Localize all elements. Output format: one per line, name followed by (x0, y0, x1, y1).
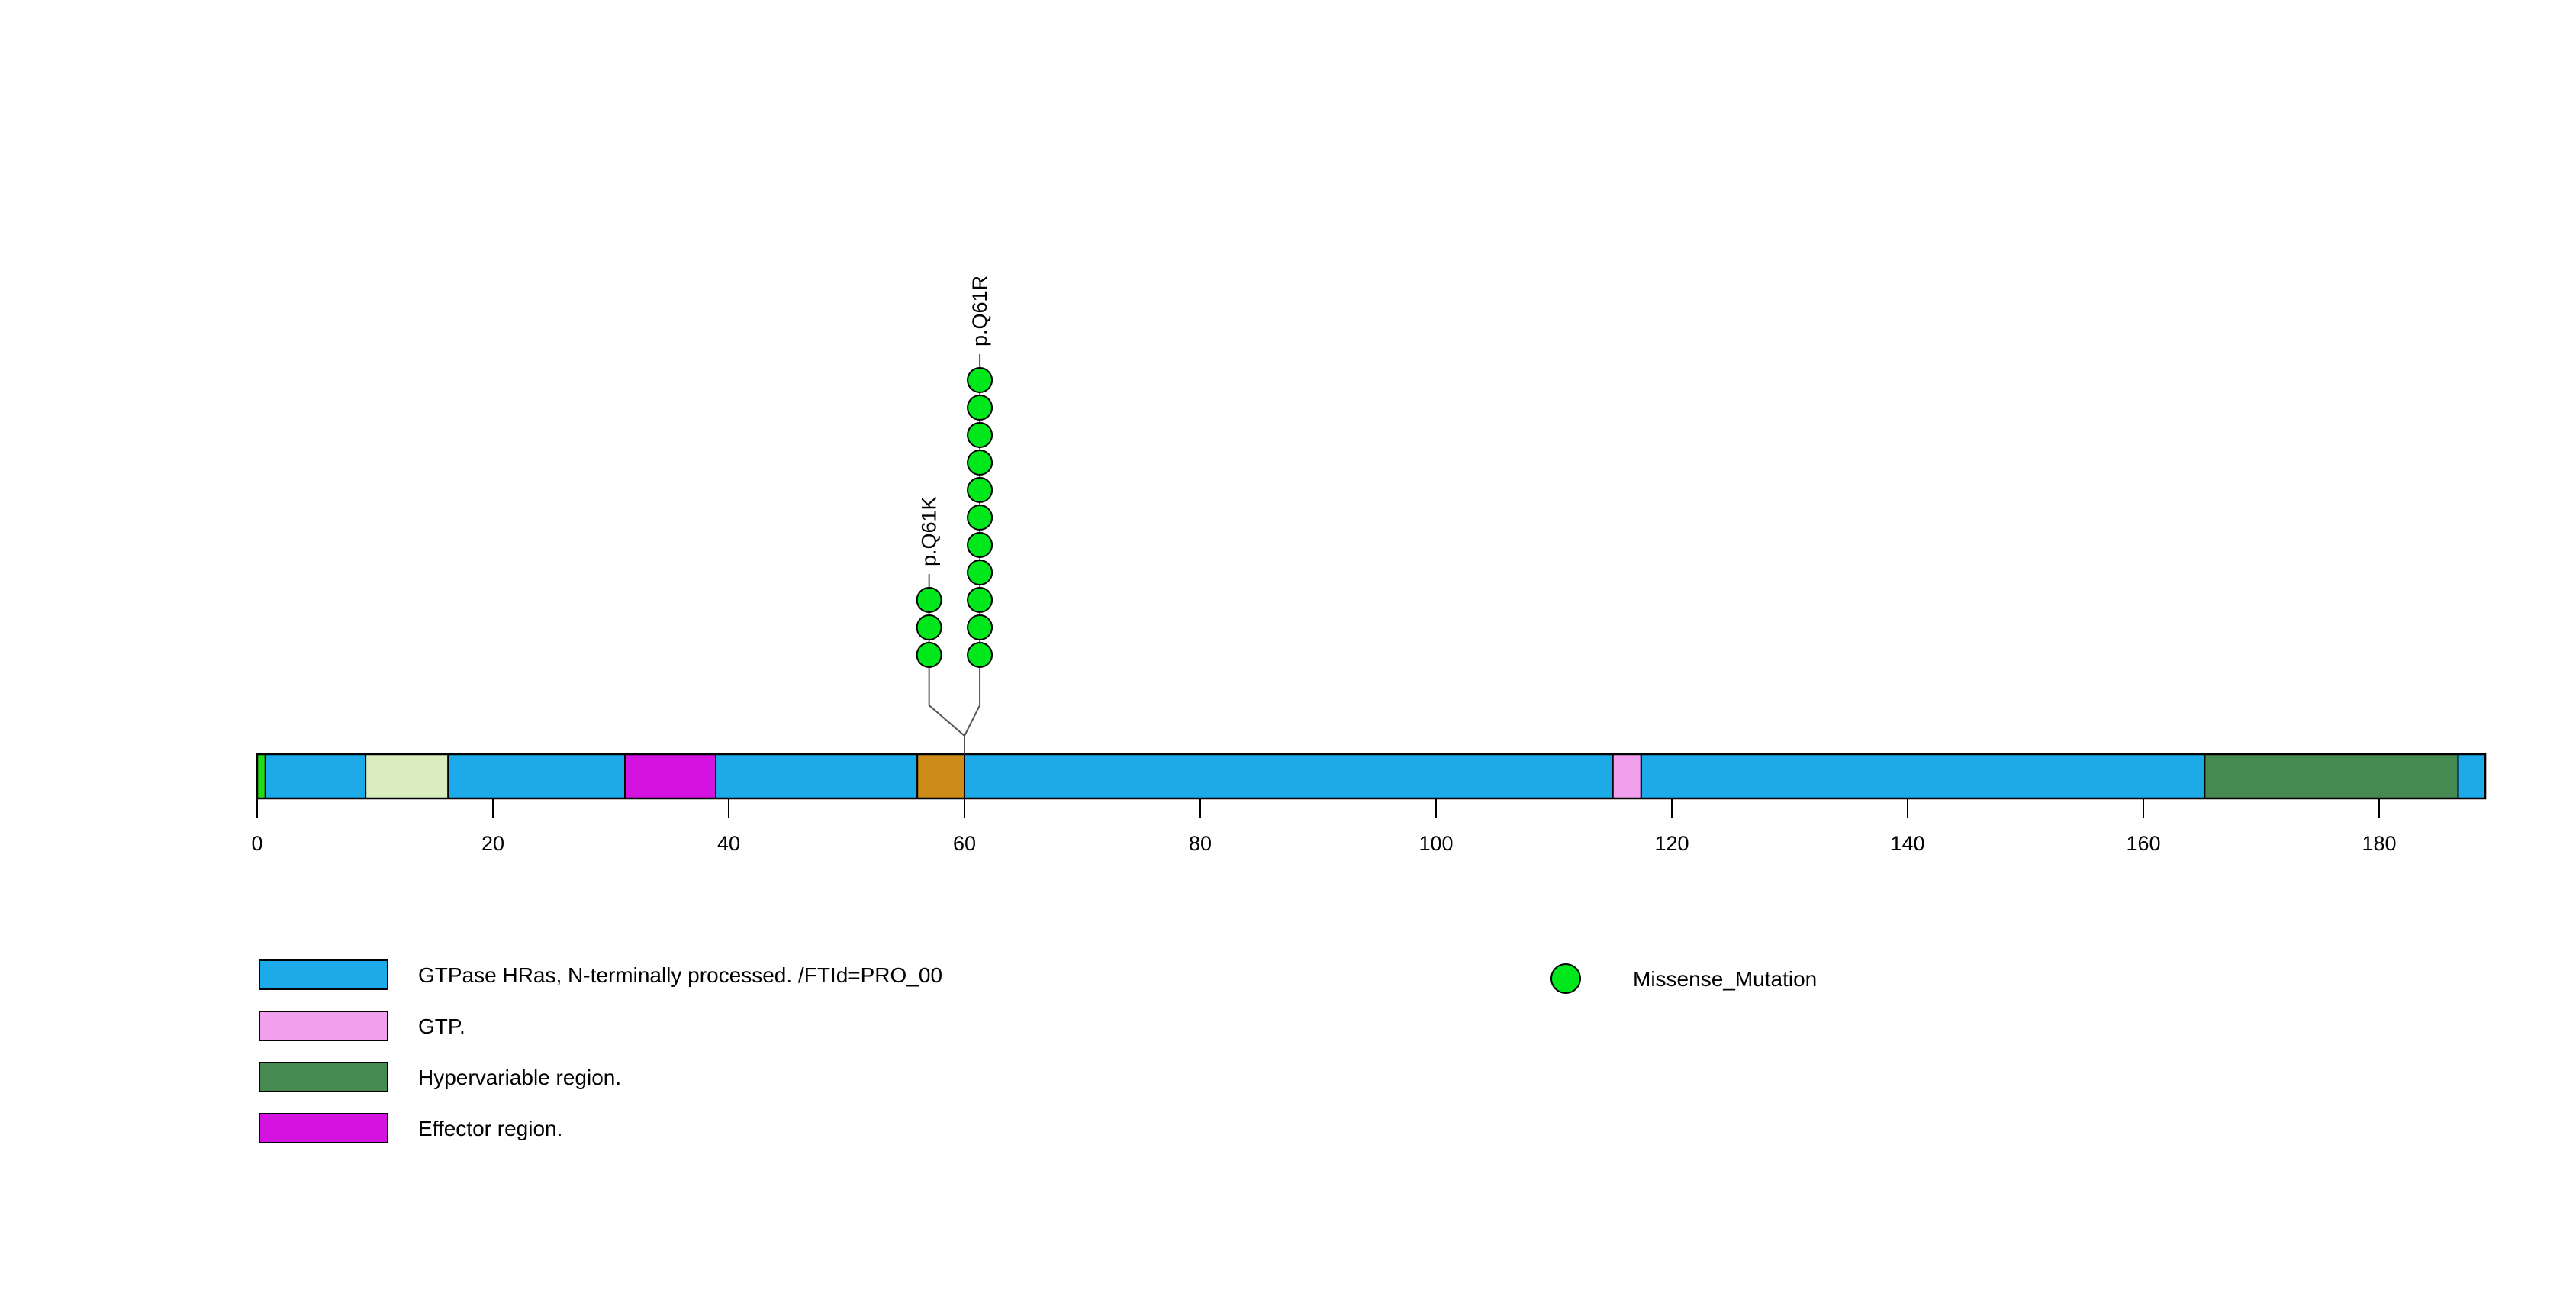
mutation-marker[interactable] (916, 642, 942, 668)
axis-tick-label: 80 (1189, 832, 1212, 855)
lollipop-stem (964, 667, 981, 754)
axis-tick-label: 20 (481, 832, 504, 855)
legend-swatch[interactable] (259, 1011, 388, 1041)
mutation-marker[interactable] (967, 532, 993, 558)
mutation-marker[interactable] (967, 560, 993, 585)
x-axis: 0 20 40 60 80 100 120 140 160 180 (251, 798, 2486, 855)
legend-label: GTP. (418, 1014, 465, 1038)
mutation-marker[interactable] (967, 450, 993, 476)
mutation-marker[interactable] (967, 587, 993, 613)
track-segment-hypervariable-region[interactable] (2204, 753, 2459, 799)
axis-tick-label: 160 (2126, 832, 2160, 855)
legend-label: Effector region. (418, 1117, 562, 1140)
axis-tick-label: 60 (953, 832, 976, 855)
legend-label: Missense_Mutation (1633, 967, 1817, 991)
axis-tick-label: 140 (1890, 832, 1924, 855)
track-segment-effector-region[interactable] (624, 753, 717, 799)
axis-tick-label: 100 (1418, 832, 1453, 855)
legend-swatch[interactable] (259, 959, 388, 990)
track-segment-gtpase-hras-processed[interactable] (447, 753, 626, 799)
legend: GTPase HRas, N-terminally processed. /FT… (259, 959, 1817, 1143)
mutation-marker[interactable] (967, 614, 993, 640)
legend-label: GTPase HRas, N-terminally processed. /FT… (418, 963, 942, 987)
mutation-marker[interactable] (967, 642, 993, 668)
axis-tick-label: 0 (251, 832, 262, 855)
track-segment-gtp-binding[interactable] (1612, 753, 1642, 799)
mutation-marker[interactable] (967, 367, 993, 393)
mutation-marker[interactable] (967, 395, 993, 421)
track-segment-switch-ii-orange[interactable] (916, 753, 965, 799)
lollipop-stem (928, 667, 965, 754)
axis-tick-label: 180 (2362, 832, 2396, 855)
mutation-marker[interactable] (916, 614, 942, 640)
legend-swatch[interactable] (259, 1113, 388, 1143)
mutation-label: p.Q61R (968, 276, 991, 347)
legend-swatch[interactable] (259, 1062, 388, 1092)
track-segment-gtpase-hras-processed[interactable] (1640, 753, 2206, 799)
axis-tick-label: 120 (1654, 832, 1689, 855)
mutation-labels: p.Q61K p.Q61R (918, 276, 991, 566)
mutation-label: p.Q61K (918, 496, 941, 566)
track-segment-gtpase-hras-processed[interactable] (964, 753, 1614, 799)
track-segment-gtpase-hras-processed[interactable] (2457, 753, 2487, 799)
track-segment-gtpase-hras-processed[interactable] (264, 753, 367, 799)
legend-label: Hypervariable region. (418, 1066, 621, 1089)
protein-track (256, 753, 2487, 800)
mutation-marker[interactable] (967, 505, 993, 531)
track-outline (256, 753, 2487, 800)
axis-tick-label: 40 (717, 832, 740, 855)
track-segment-gtpase-hras-processed[interactable] (715, 753, 919, 799)
lollipop-heads (916, 367, 993, 668)
track-segment-n-terminal-marker[interactable] (256, 753, 266, 799)
track-segment-gtp-light[interactable] (365, 753, 449, 799)
legend-circle-marker[interactable] (1550, 963, 1581, 994)
mutation-marker[interactable] (967, 422, 993, 448)
mutation-marker[interactable] (967, 477, 993, 503)
mutation-marker[interactable] (916, 587, 942, 613)
